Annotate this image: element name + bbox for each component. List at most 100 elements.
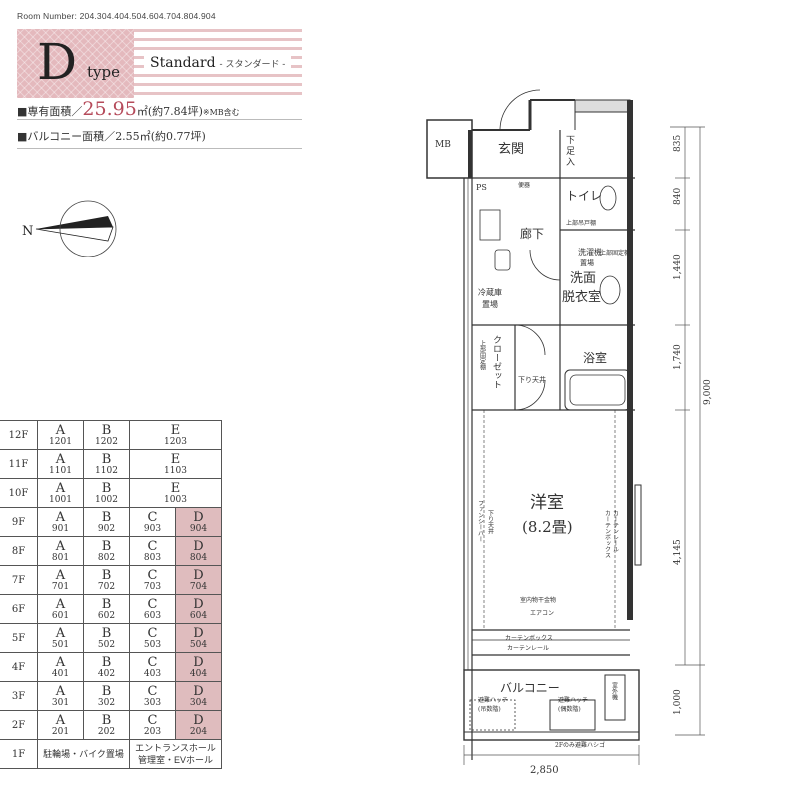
unit-number: 401 xyxy=(51,668,70,679)
fan-label: ファンシーバー xyxy=(477,500,484,542)
unit-type: C xyxy=(147,625,158,641)
floor-label: 12F xyxy=(0,420,38,450)
unit-type: B xyxy=(101,422,112,438)
unit-type: B xyxy=(101,596,112,612)
compass-label: N xyxy=(22,224,33,239)
unit-number: 802 xyxy=(97,552,116,563)
unit-number: 201 xyxy=(51,726,70,737)
fridge-place-label: 置場 xyxy=(482,299,498,309)
area-tsubo: (約7.84坪) xyxy=(147,105,203,118)
washer-shelf-label: 上部固定棚 xyxy=(600,249,630,257)
dim-1740: 1,740 xyxy=(673,344,683,370)
unit-type: C xyxy=(147,509,158,525)
dim-4145: 4,145 xyxy=(673,539,683,565)
unit-type: B xyxy=(101,451,112,467)
hatch-2-label-b: (偶数階) xyxy=(558,705,581,713)
floor-label: 10F xyxy=(0,478,38,508)
unit-type: E xyxy=(170,422,181,438)
unit-number: 1001 xyxy=(49,494,72,505)
unit-number: 403 xyxy=(143,668,162,679)
curtain-rail-v-label: カーテンレール xyxy=(612,510,619,552)
type-header: D type Standard- スタンダード - xyxy=(17,29,302,98)
outdoor-unit-label: 室外機 xyxy=(611,681,618,701)
floor-label: 5F xyxy=(0,623,38,653)
shoe-char-3: 入 xyxy=(566,157,575,168)
floor-label: 7F xyxy=(0,565,38,595)
ground-left-cell: 駐輪場・バイク置場 xyxy=(37,739,130,769)
unit-type: D xyxy=(193,538,204,554)
unit-number: 901 xyxy=(51,523,70,534)
unit-number: 301 xyxy=(51,697,70,708)
unit-type: A xyxy=(55,509,66,525)
area-unit: ㎡ xyxy=(136,105,148,118)
unit-type: E xyxy=(170,451,181,467)
hatch-1-label-a: 避難ハッチ xyxy=(478,696,508,704)
unit-type: B xyxy=(101,712,112,728)
type-stripes: Standard- スタンダード - xyxy=(134,29,302,98)
room-size-label: (8.2畳) xyxy=(522,518,573,536)
curtain-box-label: カーテンボックス xyxy=(505,634,553,642)
floor-label: 9F xyxy=(0,507,38,537)
floor-label: 2F xyxy=(0,710,38,740)
unit-number: 703 xyxy=(143,581,162,592)
dim-9000: 9,000 xyxy=(703,379,713,405)
unit-type: B xyxy=(101,538,112,554)
dimension-lines xyxy=(463,126,705,765)
ground-right-line1: エントランスホール xyxy=(135,743,216,753)
area-note: ※MB含む xyxy=(202,108,240,117)
toilet-shelf-label: 上部吊戸棚 xyxy=(566,219,596,227)
type-badge: D type xyxy=(17,29,134,98)
shelf-top-label: 便器 xyxy=(518,181,530,189)
washer-place-label: 置場 xyxy=(580,258,594,267)
washroom-label-2: 脱衣室 xyxy=(562,289,601,305)
unit-type: B xyxy=(101,654,112,670)
unit-number: 1003 xyxy=(164,494,187,505)
floor-label: 11F xyxy=(0,449,38,479)
unit-type: C xyxy=(147,683,158,699)
washroom-label-1: 洗面 xyxy=(570,271,596,286)
unit-type: B xyxy=(101,509,112,525)
unit-number: 202 xyxy=(97,726,116,737)
unit-type: C xyxy=(147,596,158,612)
unit-type: D xyxy=(193,654,204,670)
unit-number: 604 xyxy=(189,610,208,621)
room-numbers: Room Number: 204.304.404.504.604.704.804… xyxy=(17,11,216,21)
shoe-char-2: 足 xyxy=(566,146,575,157)
unit-number: 1101 xyxy=(49,465,72,476)
dim-840: 840 xyxy=(673,188,683,205)
unit-number: 502 xyxy=(97,639,116,650)
unit-number: 804 xyxy=(189,552,208,563)
unit-number: 503 xyxy=(143,639,162,650)
unit-type: A xyxy=(55,480,66,496)
dryer-label: 室内物干金物 xyxy=(520,596,556,604)
balcony-prefix: ■バルコニー面積／ xyxy=(17,130,116,143)
ceiling-down-label: 下り天井 xyxy=(518,375,546,384)
unit-number: 1203 xyxy=(164,436,187,447)
unit-number: 601 xyxy=(51,610,70,621)
